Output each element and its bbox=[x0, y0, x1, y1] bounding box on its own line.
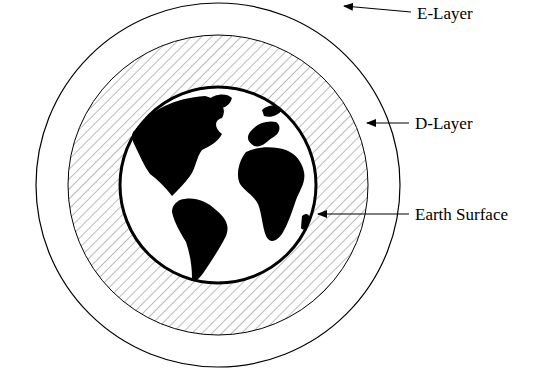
earth-globe bbox=[120, 87, 316, 283]
continents bbox=[132, 94, 310, 281]
d-layer-band bbox=[68, 35, 368, 335]
layer-label: D-Layer bbox=[415, 115, 473, 132]
leader-arrow bbox=[344, 6, 411, 12]
leader-arrow bbox=[367, 122, 409, 123]
e-layer-circle bbox=[36, 3, 400, 367]
layer-label: E-Layer bbox=[417, 5, 473, 22]
leader-arrow bbox=[318, 213, 409, 214]
layer-label: Earth Surface bbox=[415, 206, 508, 223]
